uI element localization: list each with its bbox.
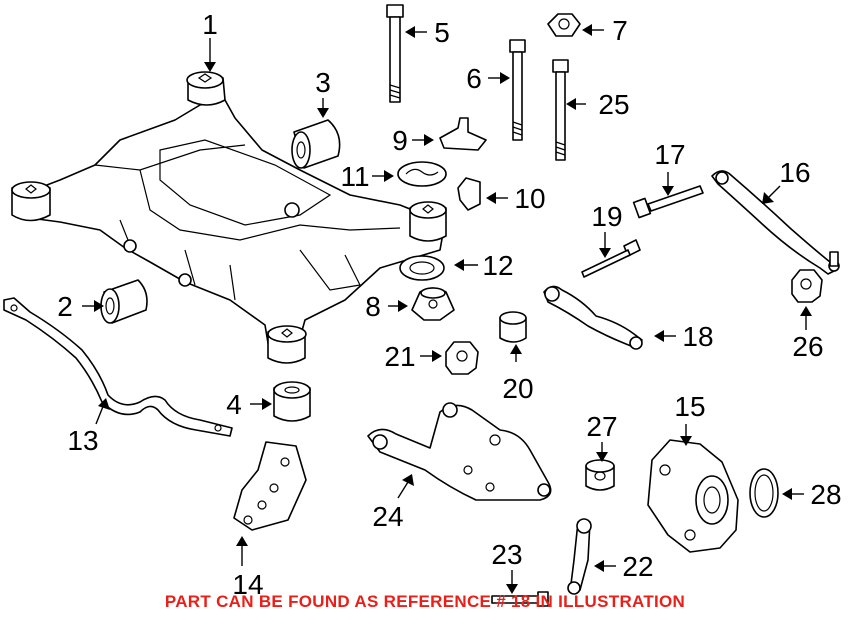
- callout-15: 15: [674, 391, 705, 422]
- callout-labels: 1 2 3 4 5 6 7 8 9 10 11 12 13 14 15 16 1…: [57, 9, 841, 600]
- callout-3: 3: [315, 67, 331, 98]
- callout-25: 25: [598, 89, 629, 120]
- callout-7: 7: [612, 15, 628, 46]
- callout-16: 16: [779, 157, 810, 188]
- leader-lines: [82, 24, 812, 594]
- callout-28: 28: [810, 479, 841, 510]
- callout-17: 17: [654, 139, 685, 170]
- callout-10: 10: [514, 183, 545, 214]
- callout-23: 23: [491, 539, 522, 570]
- callout-19: 19: [591, 201, 622, 232]
- callout-20: 20: [502, 373, 533, 404]
- callout-8: 8: [365, 291, 381, 322]
- part-nut-21: [445, 341, 479, 375]
- callout-6: 6: [466, 63, 482, 94]
- part-bushing-4: [273, 381, 311, 422]
- callout-22: 22: [622, 551, 653, 582]
- part-wheel-carrier-15: [647, 439, 739, 553]
- callout-12: 12: [482, 250, 513, 281]
- callout-26: 26: [792, 331, 823, 362]
- part-link-22: [567, 518, 592, 595]
- part-nut-26: [791, 269, 823, 303]
- part-bolt-25: [552, 59, 569, 161]
- callout-13: 13: [67, 425, 98, 456]
- part-bolt-17: [632, 185, 704, 219]
- part-o-ring-28: [749, 468, 779, 518]
- part-lower-arm-24: [367, 402, 552, 501]
- part-bracket-10: [457, 177, 481, 211]
- part-mount-8: [411, 287, 455, 321]
- part-nut-7: [547, 13, 581, 37]
- callout-5: 5: [434, 17, 450, 48]
- callout-14: 14: [232, 569, 263, 600]
- part-bushing-2: [100, 279, 148, 324]
- callout-9: 9: [392, 125, 408, 156]
- part-subframe: [11, 71, 447, 364]
- part-bracket-14: [233, 441, 307, 531]
- part-control-arm-18: [543, 285, 643, 350]
- part-bolt-5: [386, 4, 404, 103]
- part-control-arm-16: [711, 170, 840, 275]
- callout-18: 18: [682, 321, 713, 352]
- reference-note: PART CAN BE FOUND AS REFERENCE # 18 IN I…: [164, 592, 686, 611]
- part-bushing-27: [585, 459, 615, 491]
- part-bolt-19: [581, 239, 641, 278]
- part-bracket-9: [439, 117, 487, 151]
- callout-4: 4: [226, 389, 242, 420]
- part-bushing-20: [499, 311, 527, 343]
- part-stabilizer-bar-13: [3, 297, 233, 437]
- part-bushing-3: [291, 119, 341, 169]
- callout-27: 27: [586, 411, 617, 442]
- part-bolt-6: [509, 39, 526, 141]
- part-bolt-23: [491, 591, 549, 607]
- callout-2: 2: [57, 291, 73, 322]
- callout-11: 11: [340, 161, 369, 192]
- callout-21: 21: [384, 341, 415, 372]
- part-gasket-11: [397, 161, 447, 187]
- callout-24: 24: [372, 501, 403, 532]
- callout-1: 1: [202, 9, 218, 40]
- part-washer-12: [399, 255, 445, 281]
